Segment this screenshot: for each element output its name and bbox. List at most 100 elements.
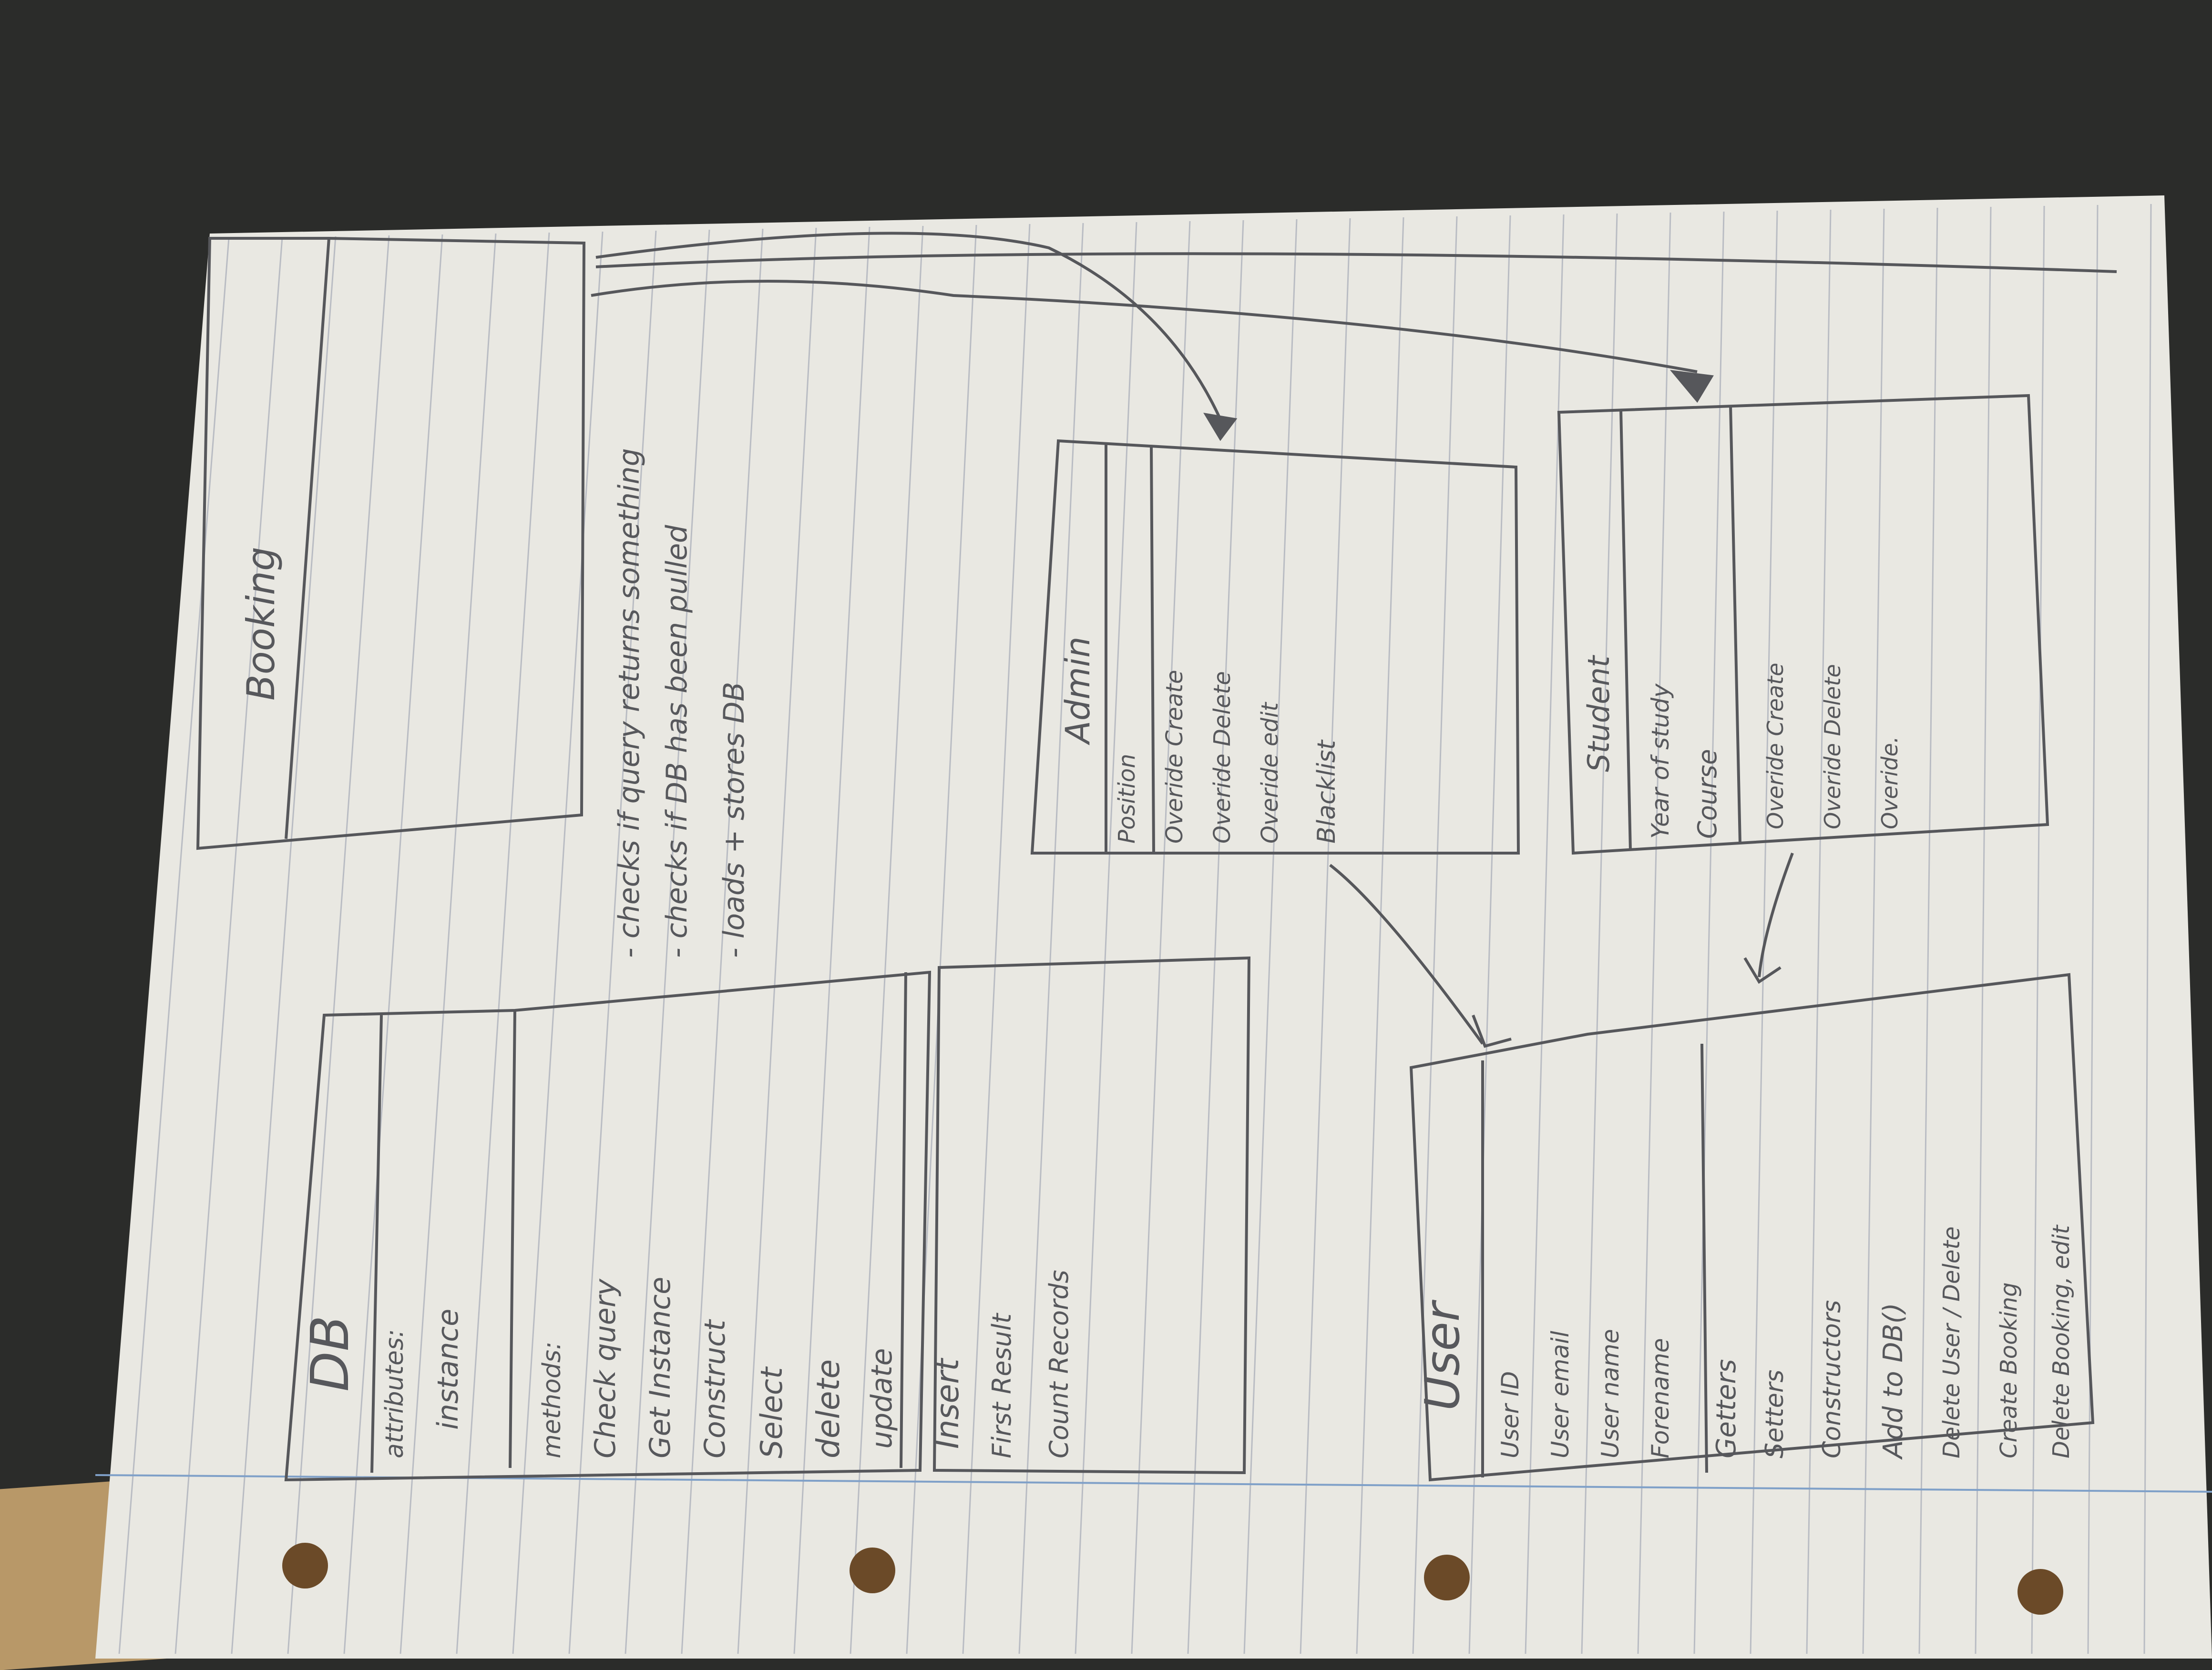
ruled-line: [793, 226, 870, 1654]
student-attribute: Course: [1692, 749, 1722, 839]
user-attribute: User email: [1546, 1331, 1574, 1458]
user-method: Create Booking: [1996, 1283, 2022, 1459]
student-association-arrowhead: [1669, 370, 1714, 403]
student-method: Overide Delete: [1820, 664, 1845, 829]
booking-divider: [285, 238, 330, 839]
ruled-line: [2143, 204, 2152, 1654]
user-method: Getters: [1711, 1359, 1742, 1458]
db-title: DB: [299, 1315, 360, 1392]
ruled-line: [737, 227, 817, 1654]
note-line: - checks if DB has been pulled: [660, 524, 694, 958]
db-attribute: instance: [431, 1309, 465, 1430]
user-method: Add to DB(): [1878, 1303, 1909, 1460]
ruled-line: [399, 233, 497, 1654]
punch-hole: [2017, 1569, 2063, 1615]
ruled-line: [568, 230, 657, 1654]
ruled-line: [1243, 219, 1298, 1654]
db-divider-2: [509, 1010, 516, 1468]
student-method: Overide.: [1877, 736, 1903, 829]
ruled-line: [174, 237, 283, 1654]
user-attribute: User ID: [1496, 1371, 1524, 1458]
ruled-line: [1018, 223, 1084, 1654]
ruled-line: [1468, 215, 1511, 1654]
db-divider-1: [370, 1015, 383, 1473]
ruled-line: [2031, 205, 2045, 1654]
punch-hole: [1424, 1555, 1470, 1600]
ruled-line: [962, 224, 1031, 1654]
ruled-line: [1356, 217, 1404, 1654]
db-method: Get Instance: [644, 1277, 677, 1458]
admin-to-user-arrowhead: [1472, 1014, 1512, 1048]
ruled-line: [118, 238, 230, 1654]
ruled-line: [512, 231, 604, 1654]
ruled-line: [1975, 206, 1992, 1654]
ruled-line: [625, 229, 710, 1654]
ruled-line: [287, 235, 390, 1654]
ruled-line: [1075, 222, 1137, 1654]
db-method: Check query: [589, 1278, 622, 1458]
ruled-line: [456, 232, 550, 1654]
admin-title: Admin: [1058, 637, 1097, 745]
db-divider-3: [900, 972, 907, 1468]
paper-sheet: [95, 195, 2212, 1659]
user-method: Setters: [1761, 1370, 1789, 1458]
db-method: delete: [810, 1359, 847, 1458]
student-divider-2: [1729, 405, 1741, 844]
ruled-line: [1918, 207, 1938, 1654]
ruled-line: [2087, 204, 2099, 1654]
user-class-box: [1409, 973, 2095, 1482]
admin-method: Overide Create: [1161, 670, 1188, 844]
student-to-user-arrow: [1758, 852, 1794, 978]
association-line-admin: [595, 232, 1222, 420]
note-line: - loads + stores DB: [717, 682, 751, 958]
admin-divider-2: [1150, 445, 1155, 854]
db-method: First Result: [987, 1313, 1017, 1458]
student-class-box: [1557, 394, 2049, 855]
db-class-box: [284, 970, 932, 1482]
ruled-line: [1750, 210, 1778, 1654]
admin-attribute: Position: [1114, 754, 1140, 844]
ruled-line: [681, 228, 764, 1654]
db-attributes-label: attributes:: [380, 1329, 409, 1458]
student-title: Student: [1581, 654, 1616, 772]
ruled-line: [343, 234, 443, 1654]
student-to-user-arrowhead: [1743, 957, 1782, 984]
user-attribute: Forename: [1647, 1338, 1674, 1458]
ruled-line: [1412, 216, 1458, 1654]
user-method: Delete User / Delete: [1938, 1226, 1965, 1458]
db-extra-box: [932, 956, 1251, 1475]
booking-class-box: [196, 237, 586, 850]
db-method: Select: [754, 1366, 789, 1458]
ruled-line: [1581, 213, 1618, 1654]
db-methods-label: methods:: [538, 1342, 566, 1458]
ruled-line: [1693, 211, 1725, 1654]
user-divider-2: [1700, 1043, 1708, 1473]
user-title: User: [1414, 1299, 1470, 1411]
ruled-line: [1131, 221, 1191, 1654]
ruled-line: [231, 236, 337, 1654]
db-method: update: [865, 1348, 899, 1449]
punch-hole: [282, 1543, 328, 1589]
ruled-line: [1806, 209, 1832, 1654]
admin-method: Overide Delete: [1209, 671, 1236, 844]
db-method: Construct: [698, 1319, 732, 1458]
ruled-line: [906, 224, 977, 1654]
ruled-line: [1862, 208, 1885, 1654]
admin-association-arrowhead: [1203, 412, 1238, 441]
punch-hole: [850, 1548, 895, 1593]
association-line-student: [591, 280, 1698, 373]
admin-method: Blacklist: [1312, 739, 1341, 844]
admin-method: Overide edit: [1257, 702, 1283, 844]
admin-class-box: [1030, 439, 1520, 855]
admin-to-user-arrow: [1329, 864, 1484, 1045]
db-method: Count Records: [1044, 1270, 1074, 1458]
user-method: Delete Booking, edit: [2048, 1224, 2075, 1458]
student-method: Overide Create: [1762, 663, 1788, 829]
ruled-line: [1637, 212, 1671, 1654]
student-divider-1: [1619, 409, 1632, 851]
association-line-top: [595, 252, 2117, 273]
ruled-line: [1187, 220, 1244, 1654]
student-attribute: Year of study: [1647, 683, 1674, 839]
ruled-line: [850, 225, 924, 1654]
